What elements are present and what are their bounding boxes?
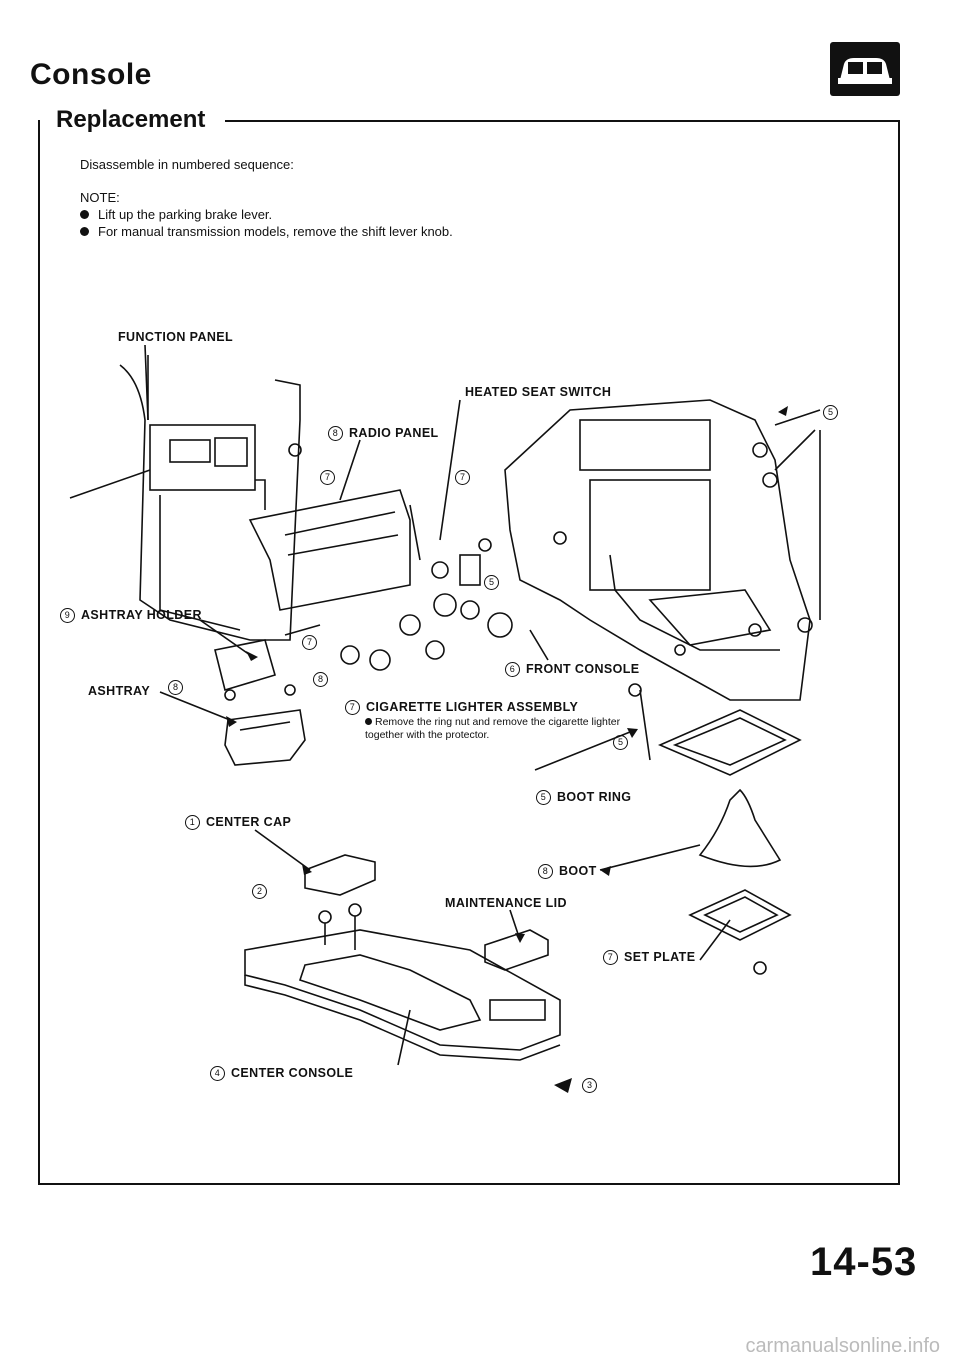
step-number: 5 [613, 735, 628, 750]
note-list: Lift up the parking brake lever. For man… [80, 206, 453, 240]
note-label: NOTE: [80, 190, 120, 205]
maintenance-lid-shape [484, 929, 549, 971]
radio-panel-shape [248, 489, 411, 611]
step-number: 8 [313, 672, 328, 687]
step-number: 5 [536, 790, 551, 806]
ashtray-shape [224, 709, 306, 766]
step-number: 8 [328, 426, 343, 442]
step-number: 9 [60, 608, 75, 624]
set-plate-shape [688, 889, 792, 941]
step-number: 8 [168, 680, 183, 695]
car-front-icon [830, 42, 900, 96]
step-number: 4 [210, 1066, 225, 1082]
center-console-shape [244, 929, 561, 1051]
heated-seat-switch-label: HEATED SEAT SWITCH [465, 385, 612, 399]
center-cap-shape [304, 854, 376, 896]
front-console-shape [504, 399, 811, 701]
step-number: 7 [320, 470, 335, 485]
step-number: 5 [484, 575, 499, 590]
step-number: 1 [185, 815, 200, 831]
step-number: 2 [252, 884, 267, 899]
function-panel-label: FUNCTION PANEL [118, 330, 234, 344]
boot-ring-shape [657, 709, 802, 776]
step-number: 8 [538, 864, 553, 880]
heated-seat-switch-shape [459, 554, 481, 586]
step-number: 5 [823, 405, 838, 420]
page-title: Console [30, 58, 152, 91]
step-number: 7 [302, 635, 317, 650]
intro-text: Disassemble in numbered sequence: [80, 157, 294, 172]
step-number: 3 [582, 1078, 597, 1093]
boot-shape [698, 788, 782, 868]
dashboard-outline [119, 364, 301, 641]
subtitle-rule [225, 120, 900, 122]
footer-watermark: carmanualsonline.info [745, 1335, 940, 1357]
note-item: Lift up the parking brake lever. [80, 206, 453, 223]
maintenance-lid-label: MAINTENANCE LID [445, 896, 567, 910]
ashtray-label: ASHTRAY [88, 684, 151, 698]
function-panel-shape [149, 424, 256, 491]
step-number: 6 [505, 662, 520, 678]
section-subtitle: Replacement [56, 106, 206, 133]
step-number: 7 [603, 950, 618, 966]
step-number: 7 [455, 470, 470, 485]
bullet-dot-icon [365, 718, 372, 725]
page-number: 14-53 [810, 1240, 918, 1284]
ashtray-holder-shape [214, 639, 276, 692]
step-number: 7 [345, 700, 360, 716]
content-frame [38, 120, 900, 1185]
cigarette-lighter-note: Remove the ring nut and remove the cigar… [365, 716, 621, 741]
note-item: For manual transmission models, remove t… [80, 223, 453, 240]
